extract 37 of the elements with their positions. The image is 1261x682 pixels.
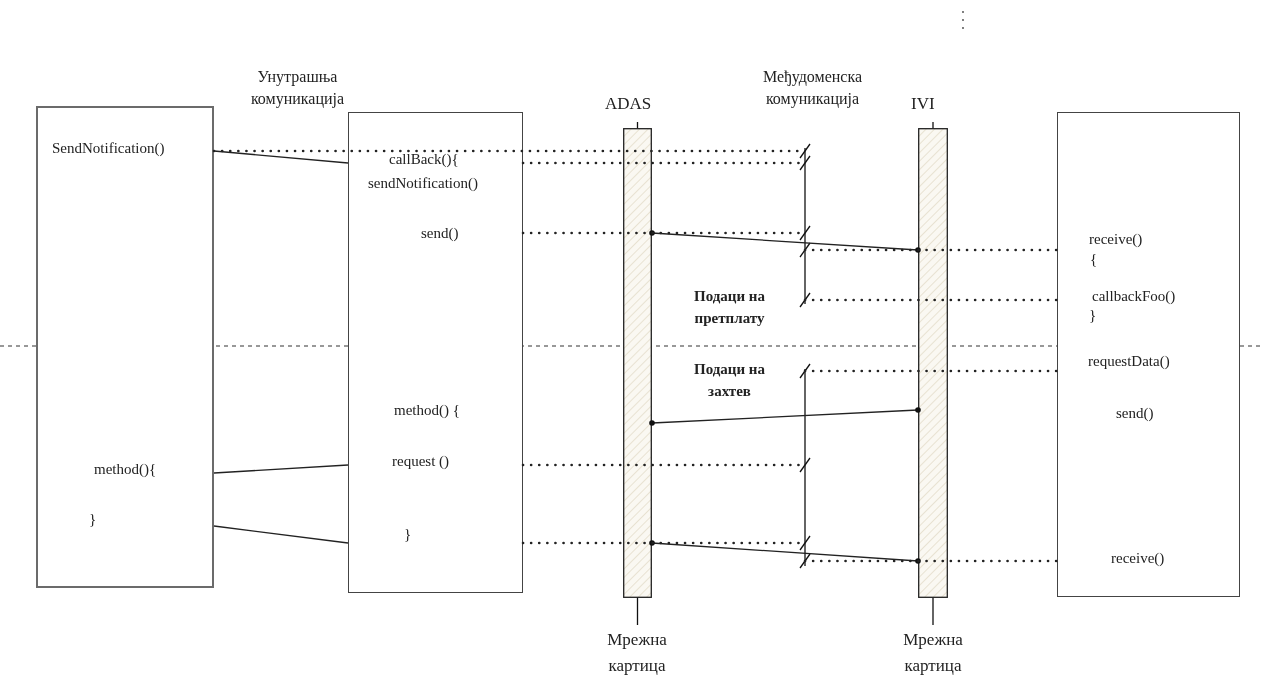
group-label: Унутрашња комуникација <box>249 67 346 110</box>
group-label: Међудоменска комуникација <box>761 67 864 110</box>
code-text: send() <box>421 226 459 241</box>
code-text: request () <box>392 454 450 469</box>
connector-line <box>213 464 349 474</box>
lifeline-heading: ADAS <box>605 95 652 112</box>
connector-line <box>649 230 921 253</box>
code-text: } <box>404 527 412 542</box>
lifeline-heading: IVI <box>911 95 935 112</box>
code-text: method(){ <box>94 462 157 477</box>
code-text: { <box>1090 252 1098 267</box>
code-text: requestData() <box>1088 354 1170 369</box>
code-text: SendNotification() <box>52 141 165 156</box>
code-text: callBack(){ <box>389 152 459 167</box>
code-text: method() { <box>394 403 460 418</box>
dotted-connector <box>803 559 1059 563</box>
section-label: Подаци на захтев <box>693 360 766 401</box>
node-label: Мрежна картица <box>902 629 964 677</box>
connector-line <box>649 407 921 426</box>
code-text: callbackFoo() <box>1092 289 1176 304</box>
code-text: } <box>89 512 97 527</box>
connector-line <box>649 540 921 564</box>
code-block-box <box>36 106 214 588</box>
code-text: send() <box>1116 406 1154 421</box>
code-block-box <box>1057 112 1240 597</box>
node-label: Мрежна картица <box>606 629 668 677</box>
dotted-connector <box>803 369 1059 373</box>
code-text: sendNotification() <box>368 176 478 191</box>
section-label: Подаци на претплату <box>693 287 766 328</box>
code-text: receive() <box>1089 232 1143 247</box>
code-text: receive() <box>1111 551 1165 566</box>
code-block-box <box>348 112 523 593</box>
connector-line <box>213 525 349 544</box>
dotted-connector <box>803 298 1059 302</box>
connector-line <box>213 150 349 164</box>
code-text: } <box>1089 308 1097 323</box>
dotted-connector <box>803 248 1059 252</box>
